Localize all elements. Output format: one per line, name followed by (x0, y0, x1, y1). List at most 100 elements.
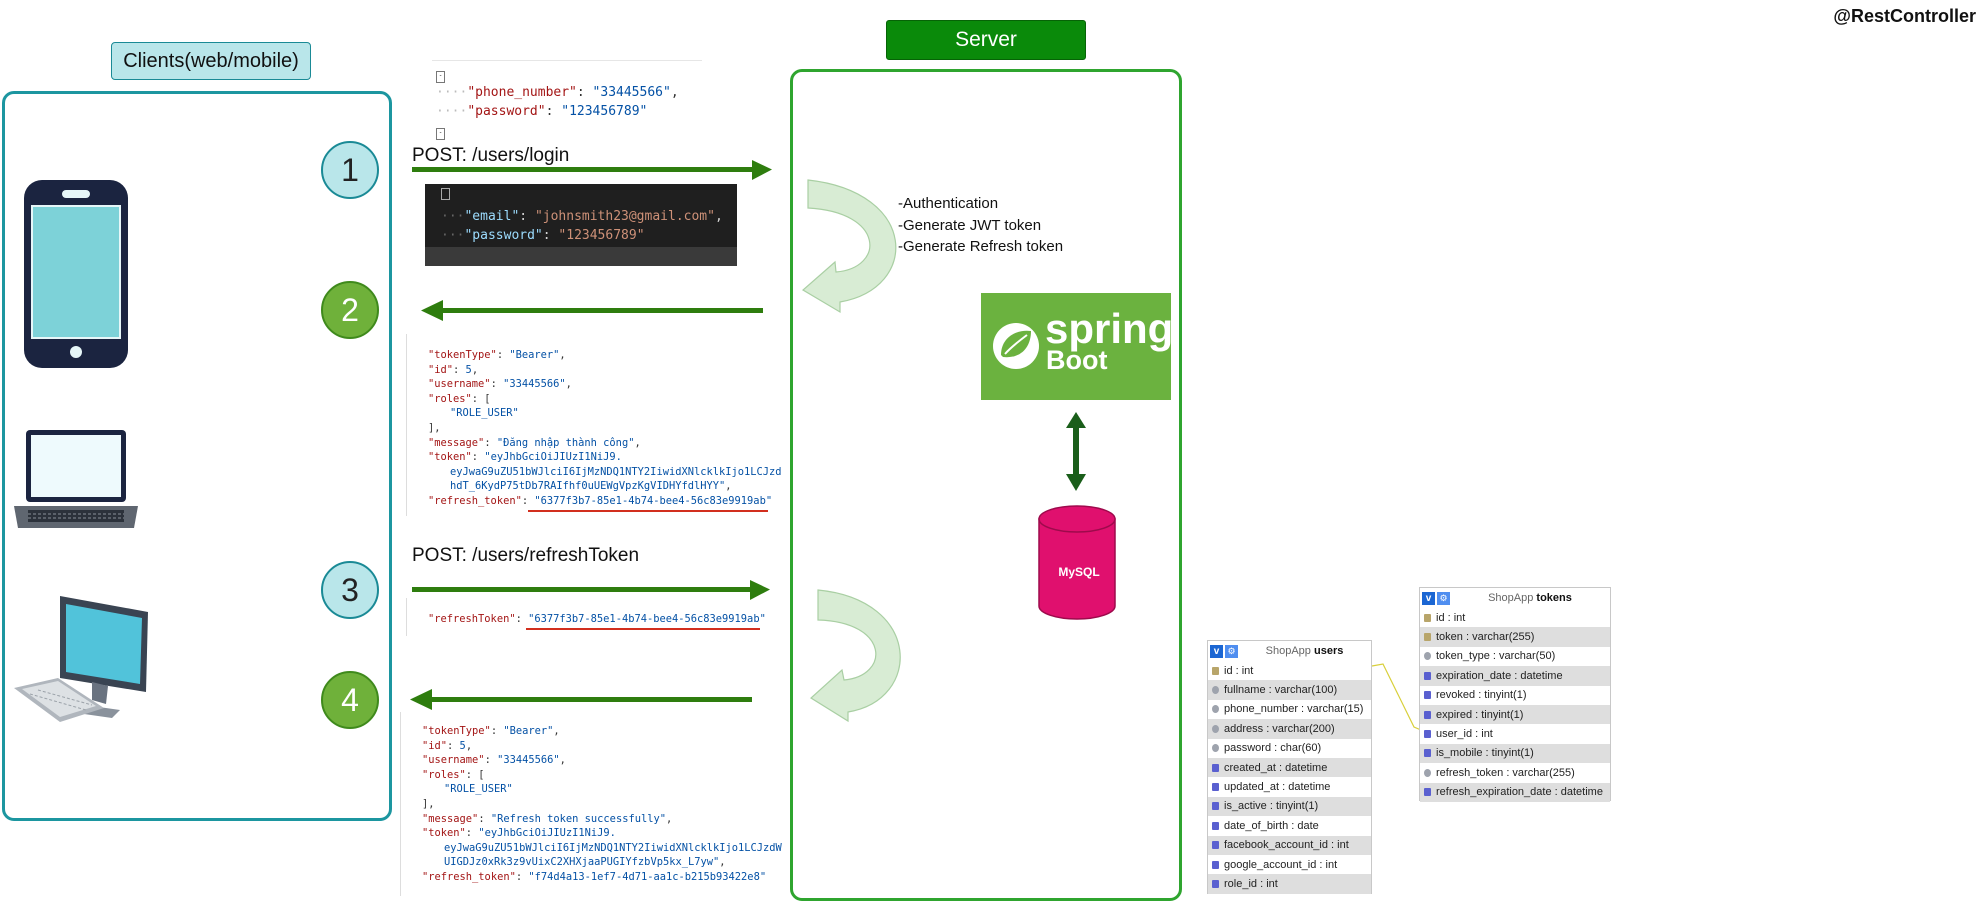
table-column-row: refresh_token : varchar(255) (1420, 763, 1610, 782)
login-request-json-dark: ···"email": "johnsmith23@gmail.com", ···… (425, 184, 737, 266)
spring-db-arrow (1066, 412, 1086, 491)
settings-icon: ⚙ (1225, 644, 1238, 658)
spring-logo-text: spring (1045, 305, 1174, 352)
fold-icon: - (436, 128, 445, 140)
login-response-json: "tokenType": "Bearer", "id": 5, "usernam… (404, 334, 782, 518)
table-column-row: expired : tinyint(1) (1420, 704, 1610, 725)
table-column-row: token_type : varchar(50) (1420, 647, 1610, 666)
column-label: revoked : tinyint(1) (1436, 689, 1527, 702)
spring-leaf-icon (993, 323, 1039, 369)
column-icon (1212, 686, 1219, 695)
index-icon (1212, 860, 1219, 869)
index-icon (1212, 763, 1219, 772)
column-label: id : int (1224, 664, 1254, 677)
column-icon (1212, 744, 1219, 753)
tokens-table: v ⚙ ShopApp tokens id : int token : varch… (1419, 587, 1611, 802)
step-3-badge: 3 (321, 561, 379, 619)
smartphone-icon (24, 180, 128, 368)
request-arrow-refresh (412, 580, 770, 600)
table-column-row: updated_at : datetime (1208, 777, 1371, 796)
step-2-badge: 2 (321, 281, 379, 339)
response-arrow-refresh (410, 689, 752, 710)
column-label: user_id : int (1436, 728, 1493, 741)
rest-controller-label: @RestController (1833, 6, 1976, 26)
index-icon (1212, 802, 1219, 811)
refresh-response-json: "tokenType": "Bearer", "id": 5, "usernam… (398, 712, 782, 898)
table-column-row: is_mobile : tinyint(1) (1420, 743, 1610, 764)
refresh-endpoint-label: POST: /users/refreshToken (412, 545, 640, 566)
boot-logo-text: Boot (1046, 345, 1108, 375)
table-column-row: revoked : tinyint(1) (1420, 686, 1610, 705)
server-container (790, 69, 1182, 901)
table-column-row: date_of_birth : date (1208, 816, 1371, 835)
clients-title: Clients(web/mobile) (111, 42, 311, 80)
table-header: v ⚙ ShopApp users (1208, 641, 1371, 661)
key-icon (1212, 666, 1219, 675)
request-arrow-login (412, 160, 772, 180)
spring-boot-logo: spring Boot (981, 293, 1174, 400)
column-label: id : int (1436, 611, 1466, 624)
table-column-row: fullname : varchar(100) (1208, 680, 1371, 700)
process-arrow-refresh (810, 589, 901, 723)
users-table: v ⚙ ShopApp users id : int fullname : var… (1207, 640, 1372, 894)
table-header: v ⚙ ShopApp tokens (1420, 588, 1610, 608)
column-label: password : char(60) (1224, 742, 1322, 755)
server-title: Server (886, 20, 1086, 60)
column-label: refresh_token : varchar(255) (1436, 766, 1575, 779)
mysql-database-icon (1038, 505, 1116, 620)
table-column-row: role_id : int (1208, 874, 1371, 894)
column-label: token : varchar(255) (1436, 631, 1535, 644)
index-icon (1424, 749, 1431, 758)
column-label: date_of_birth : date (1224, 819, 1319, 832)
auth-note: -Generate Refresh token (898, 238, 1064, 255)
column-label: updated_at : datetime (1224, 781, 1331, 794)
table-column-row: expiration_date : datetime (1420, 666, 1610, 686)
key-icon (1424, 613, 1431, 622)
index-icon (1212, 821, 1219, 830)
column-label: google_account_id : int (1224, 858, 1338, 871)
mysql-label: MySQL (1058, 565, 1100, 579)
table-column-row: google_account_id : int (1208, 855, 1371, 874)
login-request-json-light: - ····"phone_number": "33445566", ····"p… (432, 60, 702, 140)
index-icon (1212, 783, 1219, 792)
settings-icon: ⚙ (1437, 591, 1450, 605)
column-label: expiration_date : datetime (1436, 669, 1563, 682)
table-column-row: created_at : datetime (1208, 757, 1371, 778)
column-label: created_at : datetime (1224, 761, 1328, 774)
table-column-row: token : varchar(255) (1420, 627, 1610, 647)
column-icon (1424, 768, 1431, 777)
table-column-row: id : int (1420, 608, 1610, 627)
desktop-computer-icon (14, 596, 148, 722)
column-icon (1212, 705, 1219, 714)
fold-icon: - (436, 71, 445, 83)
index-icon (1424, 691, 1431, 700)
auth-note: -Authentication (898, 195, 999, 212)
view-icon: v (1210, 644, 1223, 658)
laptop-icon (14, 430, 138, 528)
index-icon (1424, 710, 1431, 719)
step-4-badge: 4 (321, 671, 379, 729)
clients-container (2, 91, 392, 821)
table-title: ShopApp tokens (1488, 592, 1572, 604)
index-icon (1212, 879, 1219, 888)
index-icon (1424, 788, 1431, 797)
index-icon (1424, 671, 1431, 680)
table-column-row: address : varchar(200) (1208, 719, 1371, 739)
column-label: is_mobile : tinyint(1) (1436, 747, 1534, 760)
response-arrow-login (421, 300, 763, 321)
auth-note: -Generate JWT token (898, 216, 1042, 234)
column-label: is_active : tinyint(1) (1224, 800, 1319, 813)
table-column-row: is_active : tinyint(1) (1208, 796, 1371, 817)
column-icon (1424, 652, 1431, 661)
column-label: refresh_expiration_date : datetime (1436, 786, 1603, 799)
column-icon (1212, 724, 1219, 733)
column-label: expired : tinyint(1) (1436, 708, 1524, 721)
table-relation-line (1371, 663, 1422, 731)
process-arrow-auth (801, 179, 897, 314)
view-icon: v (1422, 591, 1435, 605)
index-icon (1424, 730, 1431, 739)
key-icon (1424, 633, 1431, 642)
refresh-token-underline (526, 628, 760, 630)
table-title: ShopApp users (1265, 645, 1344, 657)
